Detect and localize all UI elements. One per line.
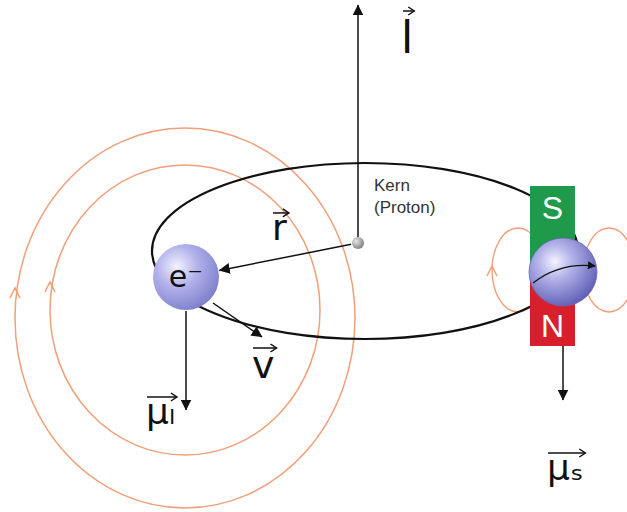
vector-mark-head xyxy=(171,393,177,401)
electron-label: e⁻ xyxy=(169,262,203,292)
magnet-north-pole: N xyxy=(530,264,575,346)
vector-mark-head xyxy=(283,209,289,217)
pole-label: N xyxy=(541,310,564,342)
vector-mark-head xyxy=(408,7,414,15)
electron-node: e⁻ xyxy=(153,244,219,310)
nucleus-node: Kern (Proton) xyxy=(352,237,364,249)
vector-mark-line xyxy=(273,212,289,214)
spin-rotation-arrow xyxy=(533,265,595,283)
vector-mark-head xyxy=(579,449,585,457)
vector-label: μₛ xyxy=(547,450,583,486)
vector-marks xyxy=(147,7,585,457)
vector-label: r xyxy=(272,210,287,246)
orbit xyxy=(152,163,578,339)
spinning-electron xyxy=(529,238,597,306)
vector-mark-head xyxy=(271,344,277,352)
field-direction xyxy=(487,266,497,276)
vector-mark-line xyxy=(253,347,277,349)
pole-label: S xyxy=(542,192,563,224)
vector-label: l xyxy=(402,14,412,60)
vector-mark-line xyxy=(548,452,585,454)
vector-mark-line xyxy=(403,10,414,12)
vector-label: v xyxy=(252,346,275,384)
vector-mark xyxy=(147,393,177,401)
vector-mark-line xyxy=(147,396,177,398)
magnet-south-pole: S xyxy=(530,186,575,264)
vector-label: μₗ xyxy=(146,394,175,430)
nucleus-label: Kern (Proton) xyxy=(374,175,460,219)
position-vector-arrow xyxy=(219,244,351,270)
field-line xyxy=(15,128,355,508)
orbital-moment-arrow xyxy=(185,311,187,410)
vector-mark xyxy=(548,449,585,457)
field-direction xyxy=(45,282,55,292)
field-line xyxy=(50,165,320,455)
field-direction xyxy=(10,288,20,298)
field-line xyxy=(583,228,627,312)
connectors xyxy=(219,244,351,270)
velocity-arrow xyxy=(213,303,262,337)
angular-momentum-arrow xyxy=(357,5,359,237)
vector-mark xyxy=(273,209,289,217)
vector-mark xyxy=(253,344,277,352)
vector-mark xyxy=(403,7,414,15)
